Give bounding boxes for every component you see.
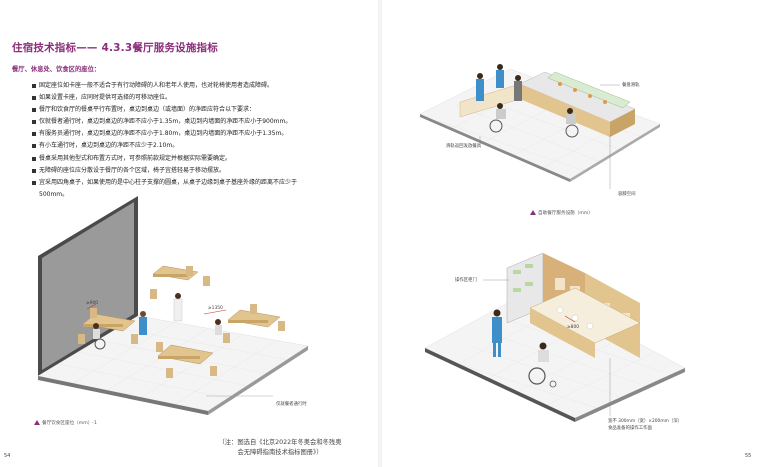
buffet-service-illustration — [419, 64, 661, 189]
counter-worksurface-label: 食品准备的操作工作面 — [608, 426, 652, 431]
bullet-item: 无障碍的座位应分散设于餐厅的各个区域，椅子宜搭轻易于移动摆放。 — [32, 165, 370, 177]
caption-marker-icon — [34, 420, 40, 425]
caption-marker-icon — [530, 210, 536, 215]
dining-dim-1350: ≥1350 — [208, 305, 223, 311]
bullet-item: 餐厅和饮食厅的餐桌平行布置时，桌边到桌边（或墙面）的净距应符合以下要求： — [32, 104, 370, 116]
counter-size-label: 宽不 300mm（宽）×200mm（深） — [608, 419, 683, 424]
bullet-item: 有服务员通行时，桌边到桌边的净距不应小于1.80m，桌边到内墙面的净距不应小于1… — [32, 128, 370, 140]
bullet-list: 固定座位如卡座一般不适合于有行动障碍的人和老年人使用，也对轮椅使用者造成障碍。 … — [32, 80, 370, 201]
bullet-item: 如果设置卡座，应同时提供可选择的可移动座位。 — [32, 92, 370, 104]
page-number-left: 54 — [4, 453, 11, 459]
section-subhead: 餐厅、休息处、饮食区的座位： — [12, 66, 101, 73]
page-title: 住宿技术指标—— 4.3.3餐厅服务设施指标 — [12, 42, 218, 54]
bullet-item: 固定座位如卡座一般不适合于有行动障碍的人和老年人使用，也对轮椅使用者造成障碍。 — [32, 80, 370, 92]
counter-shelf-label: 操作区柜门 — [455, 278, 477, 283]
bullet-item: 餐桌采用其他型式和布置方式时，可参照前款规定并根据实际需要确定。 — [32, 153, 370, 165]
bullet-item: 宜采用四角桌子，如果使用的是中心柱子支撑的圆桌，从桌子边缘到桌子基座外缘的距离不… — [32, 177, 370, 189]
page-number-right: 55 — [745, 453, 752, 459]
bullet-item: 仅就餐者通行时，桌边到桌边的净距不应小于1.35m，桌边到内墙面的净距不应小于9… — [32, 116, 370, 128]
page-spine — [378, 0, 382, 467]
buffet-return-label: 滑轨返回发放餐具 — [446, 144, 482, 149]
bullet-item: 有小车通行时，桌边到桌边的净距不应少于2.10m。 — [32, 140, 370, 152]
dining-area-illustration: ≥900 ≥1350 — [37, 196, 309, 415]
dining-aisle-label: 仅就餐者通行时 — [276, 402, 307, 407]
note-line-2: 会无障碍指南技术指标图册》） — [237, 449, 323, 456]
bullet-continuation: 500mm。 — [39, 190, 69, 198]
buffet-figure-caption: 自助餐厅服务设施（mm） — [530, 210, 593, 216]
buffet-rail-label: 餐盘滑轨 — [622, 83, 640, 88]
note-line-1: （注：图选自《北京2022年冬奥会和冬残奥 — [218, 439, 342, 446]
dining-dim-900: ≥900 — [86, 300, 98, 306]
service-counter-illustration: ≥800 — [424, 252, 686, 422]
counter-dim-800: ≥800 — [567, 324, 579, 330]
buffet-knee-space-label: 容膝空间 — [618, 192, 636, 197]
dining-caption-text: 餐厅饮食区座位（mm）-1 — [42, 421, 97, 426]
buffet-caption-text: 自助餐厅服务设施（mm） — [538, 211, 593, 216]
figure-source-note: （注：图选自《北京2022年冬奥会和冬残奥 会无障碍指南技术指标图册》） — [200, 438, 360, 458]
dining-figure-caption: 餐厅饮食区座位（mm）-1 — [34, 420, 97, 426]
